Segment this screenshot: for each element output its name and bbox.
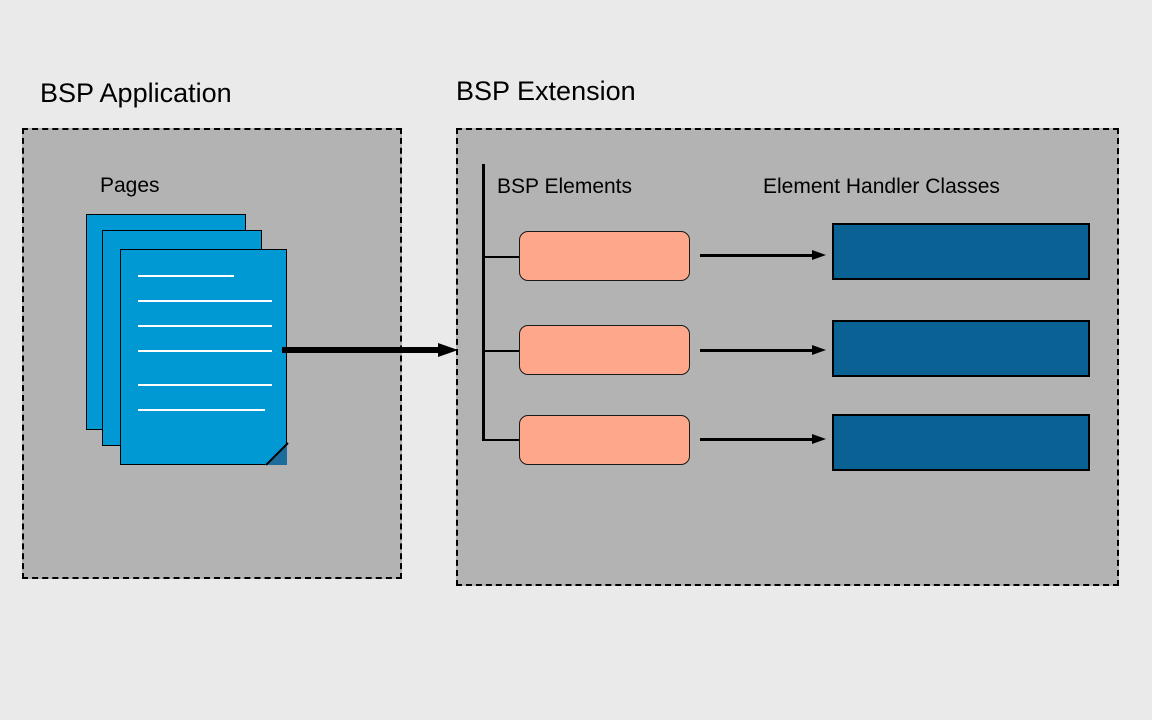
page-stack-icon [86, 214, 301, 466]
element-handler-class-box-2[interactable] [832, 320, 1090, 377]
element-handler-class-box-3[interactable] [832, 414, 1090, 471]
arrow-shaft [700, 349, 814, 352]
section-label-pages: Pages [100, 174, 160, 197]
tree-trunk-line [482, 164, 485, 441]
bsp-element-box-3[interactable] [519, 415, 690, 465]
element-handler-class-box-1[interactable] [832, 223, 1090, 280]
page-sheet-front [120, 249, 289, 466]
page-text-line [138, 275, 235, 277]
arrow-head [812, 250, 826, 260]
bsp-element-box-1[interactable] [519, 231, 690, 281]
panel-title-bsp-extension: BSP Extension [456, 76, 636, 106]
page-text-line [138, 384, 272, 386]
arrow-shaft [700, 438, 814, 441]
page-text-line [138, 325, 272, 327]
page-text-line [138, 409, 266, 411]
arrow-head [812, 434, 826, 444]
bsp-element-box-2[interactable] [519, 325, 690, 375]
arrow-head [438, 343, 458, 357]
tree-branch-line-3 [484, 439, 520, 441]
main-flow-arrow-icon [282, 343, 458, 357]
flow-arrow-icon-3 [700, 434, 826, 445]
tree-branch-line-1 [484, 256, 520, 258]
page-text-line [138, 350, 272, 352]
column-label-bsp-elements: BSP Elements [497, 175, 633, 198]
flow-arrow-icon-2 [700, 345, 826, 356]
panel-title-bsp-application: BSP Application [40, 78, 232, 108]
column-label-element-handler-classes: Element Handler Classes [763, 175, 1000, 198]
flow-arrow-icon-1 [700, 250, 826, 261]
page-text-lines [138, 275, 272, 411]
arrow-shaft [282, 347, 440, 353]
arrow-head [812, 345, 826, 355]
arrow-shaft [700, 254, 814, 257]
page-text-line [138, 300, 272, 302]
tree-branch-line-2 [484, 350, 520, 352]
